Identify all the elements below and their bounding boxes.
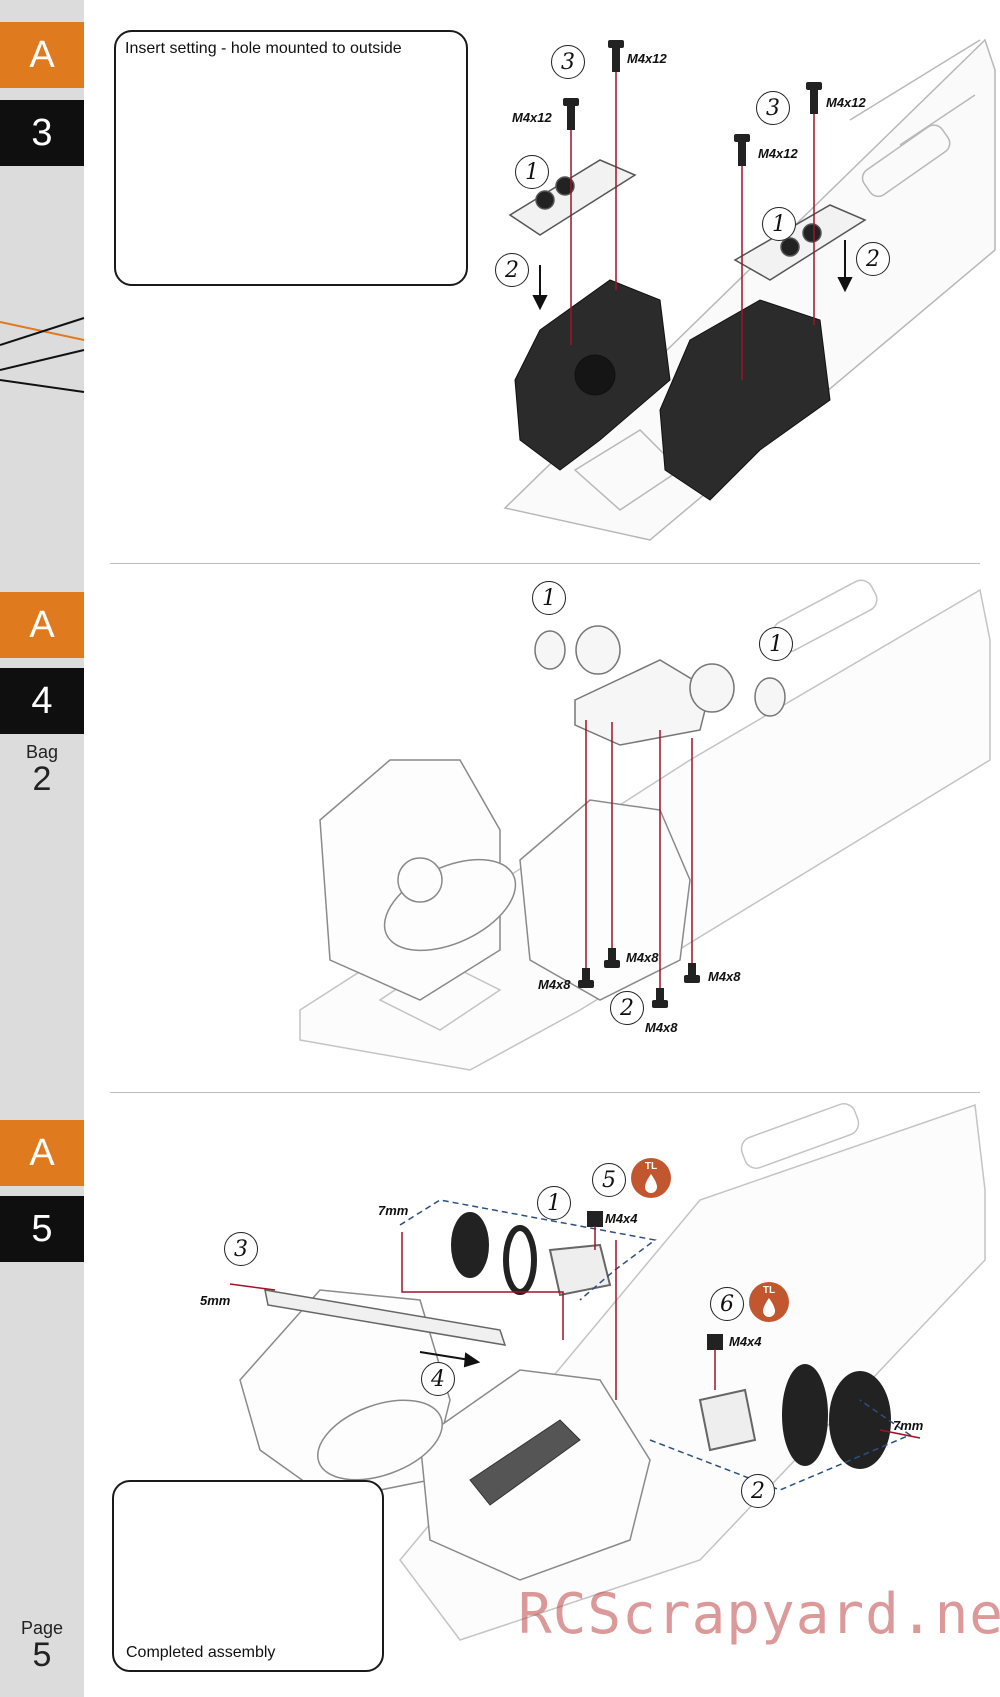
- callout-1: 1: [759, 627, 793, 661]
- callout-6: 6: [710, 1287, 744, 1321]
- section-divider: [110, 563, 980, 564]
- step4-bulkheads: [319, 759, 691, 1001]
- step4-mount: [534, 625, 786, 746]
- step3-mounts: [508, 159, 867, 281]
- callout-3: 3: [756, 91, 790, 125]
- inset-step5-caption: Completed assembly: [126, 1644, 276, 1661]
- threadlock-icon: TL: [631, 1158, 671, 1198]
- callout-2: 2: [610, 991, 644, 1025]
- step5-dashed-groups: [399, 1199, 912, 1491]
- step3-bulkhead-left: [514, 279, 671, 471]
- screw-label: M4x12: [512, 110, 552, 125]
- screw-label: M4x12: [826, 95, 866, 110]
- callout-3: 3: [224, 1232, 258, 1266]
- step-number-4: 4: [0, 668, 84, 734]
- step-number-3: 3: [0, 100, 84, 166]
- callout-2: 2: [495, 253, 529, 287]
- step-number-5: 5: [0, 1196, 84, 1262]
- sidebar-cross-lines: [0, 317, 85, 393]
- screw-label: M4x8: [538, 977, 571, 992]
- screw-label: M4x12: [758, 146, 798, 161]
- step3-chassis-plate: [503, 38, 996, 541]
- size-label: 7mm: [378, 1203, 409, 1218]
- step3-arrows: [532, 240, 853, 311]
- inset-step3-caption: Insert setting - hole mounted to outside: [125, 40, 402, 57]
- step4-guide-lines: [585, 720, 693, 990]
- size-label: 5mm: [200, 1293, 231, 1308]
- step4-screws: [578, 948, 700, 1008]
- step5-bulkheads: [239, 1289, 651, 1581]
- step3-screws: [563, 40, 822, 166]
- callout-4: 4: [421, 1362, 455, 1396]
- callout-1: 1: [537, 1186, 571, 1220]
- size-label: 7mm: [893, 1418, 924, 1433]
- inset-step5: [112, 1480, 384, 1672]
- step-letter-a4: A: [0, 592, 84, 658]
- step5-shaft: [264, 1289, 507, 1346]
- callout-2: 2: [856, 242, 890, 276]
- screw-label: M4x8: [645, 1020, 678, 1035]
- section-divider: [110, 1092, 980, 1093]
- callout-1: 1: [532, 581, 566, 615]
- bag-label: Bag: [25, 742, 59, 762]
- screw-label: M4x4: [605, 1211, 638, 1226]
- page-number: 5: [32, 1636, 52, 1674]
- step3-bulkhead-right: [659, 299, 831, 501]
- step-letter-a3: A: [0, 22, 84, 88]
- threadlock-icon: TL: [749, 1282, 789, 1322]
- callout-2: 2: [741, 1474, 775, 1508]
- sidebar: [0, 0, 84, 1697]
- screw-label: M4x8: [626, 950, 659, 965]
- step5-arrow: [419, 1351, 481, 1368]
- callout-1: 1: [762, 207, 796, 241]
- step-letter-a5: A: [0, 1120, 84, 1186]
- watermark: RCScrapyard.net: [518, 1582, 1000, 1647]
- callout-1: 1: [515, 155, 549, 189]
- page-label: Page: [20, 1618, 64, 1638]
- bag-number: 2: [32, 760, 52, 798]
- callout-3: 3: [551, 45, 585, 79]
- step5-pulley-upper: [451, 1211, 612, 1297]
- step5-guide-lines: [229, 1226, 921, 1439]
- inset-step3: [114, 30, 468, 286]
- screw-label: M4x12: [627, 51, 667, 66]
- callout-5: 5: [592, 1163, 626, 1197]
- step5-arm: [469, 1419, 581, 1506]
- step3-guide-lines: [570, 72, 815, 380]
- screw-label: M4x8: [708, 969, 741, 984]
- step5-pulley-lower: [698, 1334, 891, 1469]
- screw-label: M4x4: [729, 1334, 762, 1349]
